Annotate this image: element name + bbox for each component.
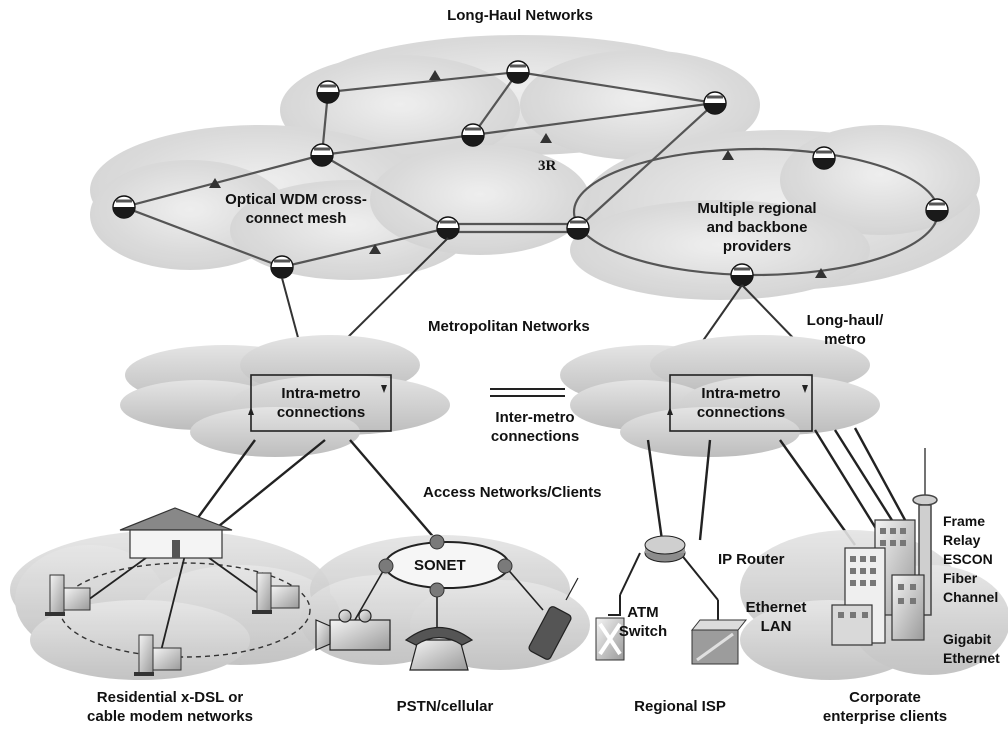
optical-mesh-label: Optical WDM cross- connect mesh xyxy=(196,190,396,228)
sonet-node-icon xyxy=(378,534,513,598)
inter-metro-label: Inter-metro connections xyxy=(490,409,580,445)
intra-metro-loops xyxy=(250,374,813,432)
long-haul-title: Long-Haul Networks xyxy=(447,7,593,24)
long-haul-links xyxy=(123,70,718,269)
metro-cloud-left xyxy=(120,335,450,457)
loop-arrows xyxy=(248,385,808,415)
video-camera-icon xyxy=(315,609,391,651)
house-icon xyxy=(119,507,233,559)
longhaul-metro-label: Long-haul/ metro xyxy=(806,312,884,348)
residential-links xyxy=(87,554,266,656)
uplinks xyxy=(281,237,801,346)
residential-label: Residential x-DSL or cable modem network… xyxy=(87,689,253,725)
corporate-label: Corporate enterprise clients xyxy=(822,689,948,725)
optical-mesh-text: Optical WDM cross- connect mesh xyxy=(225,191,367,227)
metropolitan-title: Metropolitan Networks xyxy=(428,318,590,335)
computer-terminal-icon xyxy=(49,572,300,674)
telephone-icon xyxy=(404,627,474,671)
regional-isp-label: Regional ISP xyxy=(634,698,726,715)
amplifier-triangle-icon xyxy=(209,70,827,278)
terminal-bases xyxy=(45,610,272,676)
building-windows xyxy=(838,528,916,618)
frame-relay-label: Frame Relay ESCON Fiber Channel xyxy=(943,513,999,605)
isp-links xyxy=(608,552,719,620)
pstn-label: PSTN/cellular xyxy=(396,698,494,715)
regenerator-3r-label: 3R xyxy=(538,158,557,174)
atm-switch-label: ATM Switch xyxy=(618,604,668,640)
regional-providers-label: Multiple regional and backbone providers xyxy=(697,200,817,255)
access-links xyxy=(182,427,907,546)
atm-switch-icon xyxy=(595,617,625,661)
ip-router-icon xyxy=(644,535,686,563)
intra-metro-left-label: Intra-metro connections xyxy=(276,385,366,421)
metro-cloud-right xyxy=(560,335,880,457)
ethernet-lan-label: Ethernet LAN xyxy=(745,599,807,635)
access-title: Access Networks/Clients xyxy=(423,484,602,501)
intra-metro-right-label: Intra-metro connections xyxy=(696,385,786,421)
office-building-icon xyxy=(831,519,925,646)
inter-metro-link xyxy=(490,388,565,397)
ethernet-lan-icon xyxy=(690,619,748,665)
residential-ring xyxy=(59,562,311,658)
ip-router-label: IP Router xyxy=(718,551,785,568)
sonet-label: SONET xyxy=(414,557,466,574)
long-haul-cloud xyxy=(90,35,980,300)
gigabit-ethernet-label: Gigabit Ethernet xyxy=(943,631,1000,666)
cell-phone-icon xyxy=(528,577,579,660)
